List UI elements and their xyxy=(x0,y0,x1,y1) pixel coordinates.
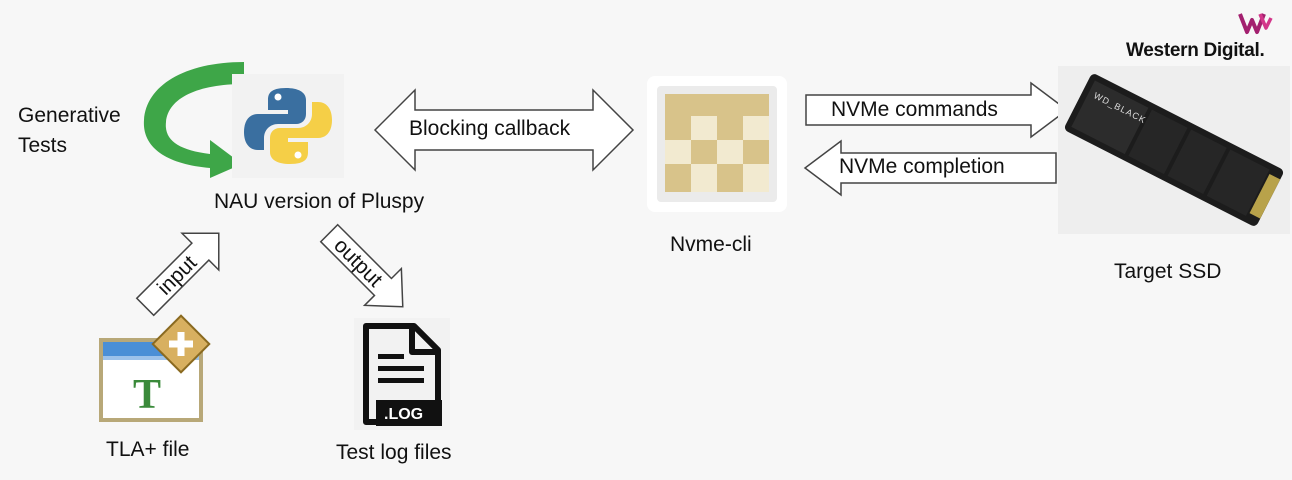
target-ssd-label: Target SSD xyxy=(1114,260,1222,283)
western-digital-wordmark: Western Digital. xyxy=(1126,40,1265,61)
output-arrow: output xyxy=(319,223,404,308)
tla-file-icon: T xyxy=(99,314,211,422)
blocking-callback-label: Blocking callback xyxy=(409,117,571,140)
nvme-cli-label: Nvme-cli xyxy=(670,233,752,256)
python-logo-icon xyxy=(232,74,344,178)
nvme-completion-label: NVMe completion xyxy=(839,155,1005,178)
svg-text:T: T xyxy=(133,372,161,418)
blocking-callback-arrow xyxy=(373,88,635,172)
nvme-commands-label: NVMe commands xyxy=(831,98,998,121)
western-digital-logo-icon xyxy=(1238,13,1273,34)
svg-text:.LOG: .LOG xyxy=(384,406,423,423)
pluspy-label: NAU version of Pluspy xyxy=(214,190,425,213)
curved-arrow-icon xyxy=(143,62,244,178)
ssd-drive-icon: WD_BLACK xyxy=(1058,66,1290,234)
nvme-checkerboard-icon xyxy=(647,76,787,212)
input-arrow: input xyxy=(135,232,220,317)
generative-tests-label: Generative Tests xyxy=(18,104,121,157)
nvme-commands-arrow xyxy=(805,81,1069,139)
svg-text:output: output xyxy=(329,234,387,292)
log-file-icon: .LOG xyxy=(354,318,450,430)
tla-file-label: TLA+ file xyxy=(106,438,190,461)
nvme-completion-arrow xyxy=(803,139,1057,197)
test-log-files-label: Test log files xyxy=(336,441,452,464)
